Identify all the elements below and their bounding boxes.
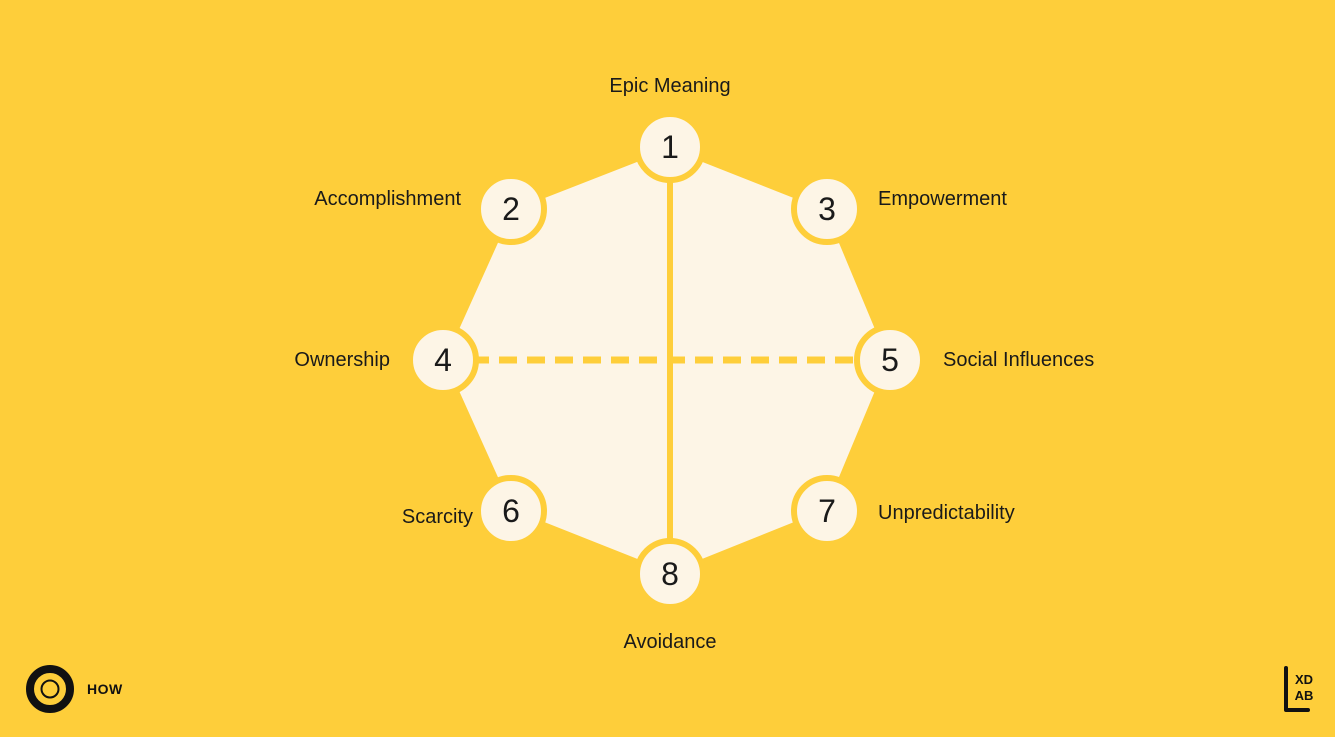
lab-logo-text-top: XD <box>1295 672 1313 687</box>
brand-text: HOW <box>87 681 123 697</box>
node-6-label: Scarcity <box>402 506 473 528</box>
node-2-number: 2 <box>502 191 520 227</box>
node-5-label: Social Influences <box>943 349 1094 371</box>
ring-logo-icon <box>25 664 75 714</box>
node-1-label: Epic Meaning <box>609 75 730 97</box>
node-1: 1 Epic Meaning <box>609 75 731 183</box>
node-8-label: Avoidance <box>623 631 716 653</box>
node-8-number: 8 <box>661 556 679 592</box>
node-2: 2 Accomplishment <box>314 173 547 245</box>
node-2-circle <box>475 173 547 245</box>
node-4-circle <box>407 324 479 396</box>
node-3-circle <box>791 173 863 245</box>
node-8-circle <box>634 538 706 610</box>
node-6-circle <box>475 475 547 547</box>
node-4-number: 4 <box>434 342 452 378</box>
node-5-number: 5 <box>881 342 899 378</box>
node-7-label: Unpredictability <box>878 502 1015 524</box>
node-1-number: 1 <box>661 129 679 165</box>
node-5: 5 Social Influences <box>854 324 1094 396</box>
node-1-circle <box>634 111 706 183</box>
node-6: 6 Scarcity <box>402 475 547 547</box>
lxdab-logo-icon: XD AB <box>1280 664 1320 716</box>
node-6-number: 6 <box>502 493 520 529</box>
node-2-label: Accomplishment <box>314 188 461 210</box>
node-7: 7 Unpredictability <box>791 475 1015 547</box>
footer-brand[interactable]: HOW <box>25 664 123 714</box>
node-7-circle <box>791 475 863 547</box>
node-3-label: Empowerment <box>878 188 1007 210</box>
lab-logo-text-bottom: AB <box>1295 688 1314 703</box>
node-3: 3 Empowerment <box>791 173 1007 245</box>
node-3-number: 3 <box>818 191 836 227</box>
node-8: 8 Avoidance <box>623 538 717 653</box>
node-7-number: 7 <box>818 493 836 529</box>
node-4-label: Ownership <box>294 349 390 371</box>
node-4: 4 Ownership <box>294 324 479 396</box>
node-5-circle <box>854 324 926 396</box>
